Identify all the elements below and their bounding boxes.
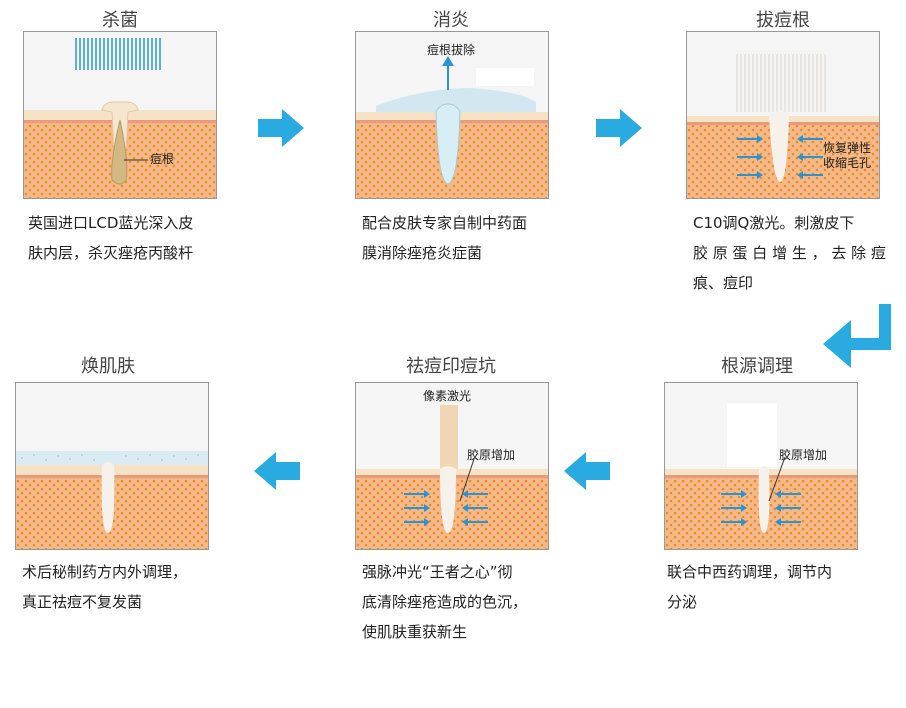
desc-remove-scars: 强脉冲光“王者之心”彻 底清除痤疮造成的色沉， 使肌肤重获新生 bbox=[362, 563, 528, 641]
desc-kill-bacteria: 英国进口LCD蓝光深入皮 肤内层，杀灭痤疮丙酸杆 bbox=[28, 214, 194, 262]
desc-renew-skin: 术后秘制药方内外调理， 真正祛痘不复发菌 bbox=[22, 563, 188, 611]
arrow-right-icon bbox=[596, 109, 642, 147]
blue-light-rays bbox=[75, 38, 161, 70]
arrow-right-icon bbox=[258, 109, 304, 147]
desc-pull-root: C10调Q激光。刺激皮下 胶 原 蛋 白 增 生 ， 去 除 痘 痕、痘印 bbox=[693, 214, 886, 292]
panel-pull-root bbox=[686, 31, 880, 199]
arrow-left-icon bbox=[254, 452, 300, 490]
panel-kill-bacteria bbox=[23, 31, 217, 199]
panel-renew-skin bbox=[15, 382, 209, 550]
laser-rays bbox=[736, 54, 826, 112]
step-title-root-conditioning: 根源调理 bbox=[721, 356, 793, 377]
label-collagen-increase: 胶原增加 bbox=[467, 448, 516, 462]
label-collagen-increase: 胶原增加 bbox=[779, 448, 828, 462]
label-acne-root: 痘根 bbox=[150, 152, 175, 166]
label-pixel-laser: 像素激光 bbox=[423, 389, 472, 403]
panel-anti-inflammation bbox=[355, 31, 549, 199]
desc-anti-inflammation: 配合皮肤专家自制中药面 膜消除痤疮炎症菌 bbox=[362, 214, 528, 262]
desc-root-conditioning: 联合中西药调理，调节内 分泌 bbox=[667, 563, 833, 611]
arrow-down-left-icon bbox=[823, 304, 891, 368]
step-title-remove-scars: 祛痘印痘坑 bbox=[406, 356, 496, 377]
panel-root-conditioning bbox=[664, 382, 858, 550]
label-restore-elasticity: 恢复弹性 收缩毛孔 bbox=[823, 141, 872, 170]
panel-remove-scars bbox=[355, 382, 549, 550]
step-title-renew-skin: 焕肌肤 bbox=[81, 356, 135, 377]
label-root-removed: 痘根拔除 bbox=[427, 43, 476, 57]
step-title-pull-root: 拔痘根 bbox=[756, 10, 810, 31]
step-title-kill-bacteria: 杀菌 bbox=[102, 10, 138, 31]
step-title-anti-inflammation: 消炎 bbox=[433, 10, 469, 31]
arrow-left-icon bbox=[564, 452, 610, 490]
